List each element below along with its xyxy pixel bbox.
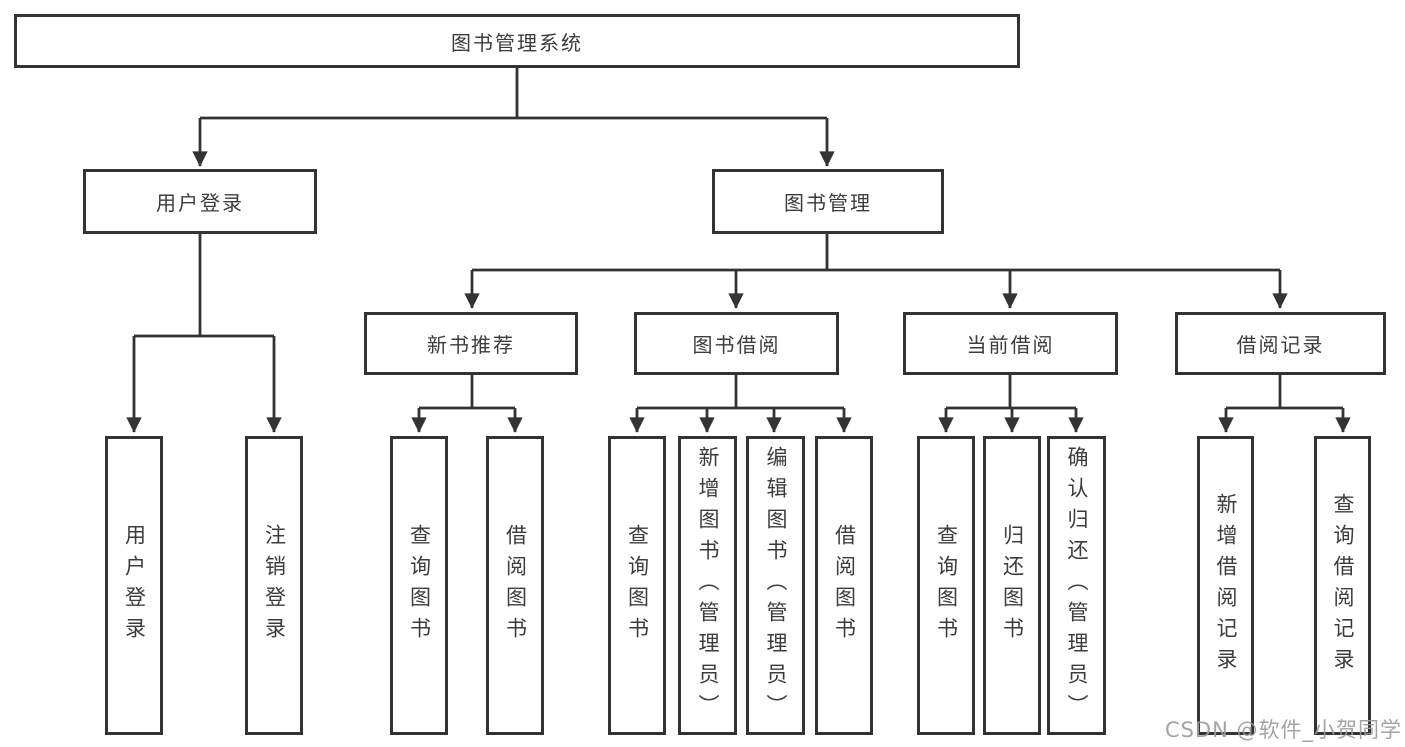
leaf-query-books-current: 查询图书 [917, 436, 975, 735]
leaf-query-books-recommend: 查询图书 [390, 436, 448, 735]
node-library-management-system: 图书管理系统 [14, 14, 1020, 68]
leaf-confirm-return-admin: 确认归还（管理员） [1047, 436, 1106, 735]
leaf-edit-books-admin: 编辑图书（管理员） [746, 436, 805, 735]
node-user-login: 用户登录 [83, 169, 317, 234]
leaf-borrow-books-recommend: 借阅图书 [486, 436, 544, 735]
leaf-return-books: 归还图书 [983, 436, 1041, 735]
leaf-user-login: 用户登录 [105, 436, 163, 735]
leaf-add-borrow-record: 新增借阅记录 [1197, 436, 1254, 735]
node-current-borrowing: 当前借阅 [903, 312, 1118, 375]
leaf-logout: 注销登录 [245, 436, 303, 735]
node-new-book-recommendation: 新书推荐 [364, 312, 578, 375]
node-book-borrowing: 图书借阅 [634, 312, 839, 375]
csdn-watermark: CSDN @软件_小贺同学 [1164, 718, 1402, 742]
node-book-management: 图书管理 [712, 169, 944, 234]
leaf-borrow-books: 借阅图书 [815, 436, 873, 735]
leaf-query-books-borrow: 查询图书 [608, 436, 666, 735]
leaf-query-borrow-record: 查询借阅记录 [1314, 436, 1371, 735]
leaf-add-books-admin: 新增图书（管理员） [678, 436, 737, 735]
node-borrowing-records: 借阅记录 [1175, 312, 1386, 375]
